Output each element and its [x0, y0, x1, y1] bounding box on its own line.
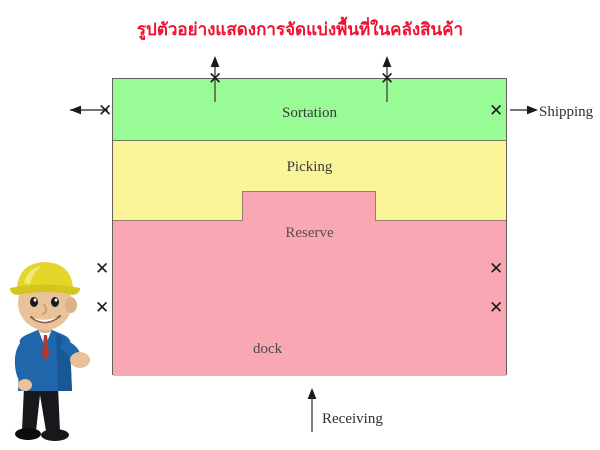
zone-label-sortation: Sortation [282, 105, 337, 121]
warehouse-layout-diagram: Sortation Picking Reserve dock [112, 78, 507, 376]
arrow-left-outbound [70, 104, 110, 116]
page-title: รูปตัวอย่างแสดงการจัดแบ่งพื้นที่ในคลังสิ… [136, 20, 464, 40]
reserve-notch-shape [242, 191, 376, 221]
zone-sortation [113, 79, 506, 141]
port-label-shipping: Shipping [539, 104, 594, 120]
zone-label-reserve: Reserve [285, 225, 334, 241]
zone-label-dock: dock [253, 341, 283, 357]
arrow-right-shipping [510, 104, 538, 116]
arrow-up-top-door-1 [209, 56, 221, 102]
zone-label-picking: Picking [286, 159, 333, 175]
door-marker-left-1[interactable]: ✕ [98, 101, 113, 121]
door-marker-right-1[interactable]: ✕ [489, 101, 504, 121]
door-marker-top-2[interactable]: ✕ [380, 69, 395, 89]
warehouse-worker-illustration [0, 255, 100, 450]
arrow-up-receiving [306, 388, 318, 432]
zone-reserve [113, 220, 506, 376]
arrow-up-top-door-2 [381, 56, 393, 102]
door-marker-left-2[interactable]: ✕ [95, 259, 110, 279]
port-label-receiving: Receiving [322, 411, 383, 427]
door-marker-right-2[interactable]: ✕ [489, 259, 504, 279]
door-marker-right-3[interactable]: ✕ [489, 298, 504, 318]
door-marker-left-3[interactable]: ✕ [95, 298, 110, 318]
door-marker-top-1[interactable]: ✕ [208, 69, 223, 89]
